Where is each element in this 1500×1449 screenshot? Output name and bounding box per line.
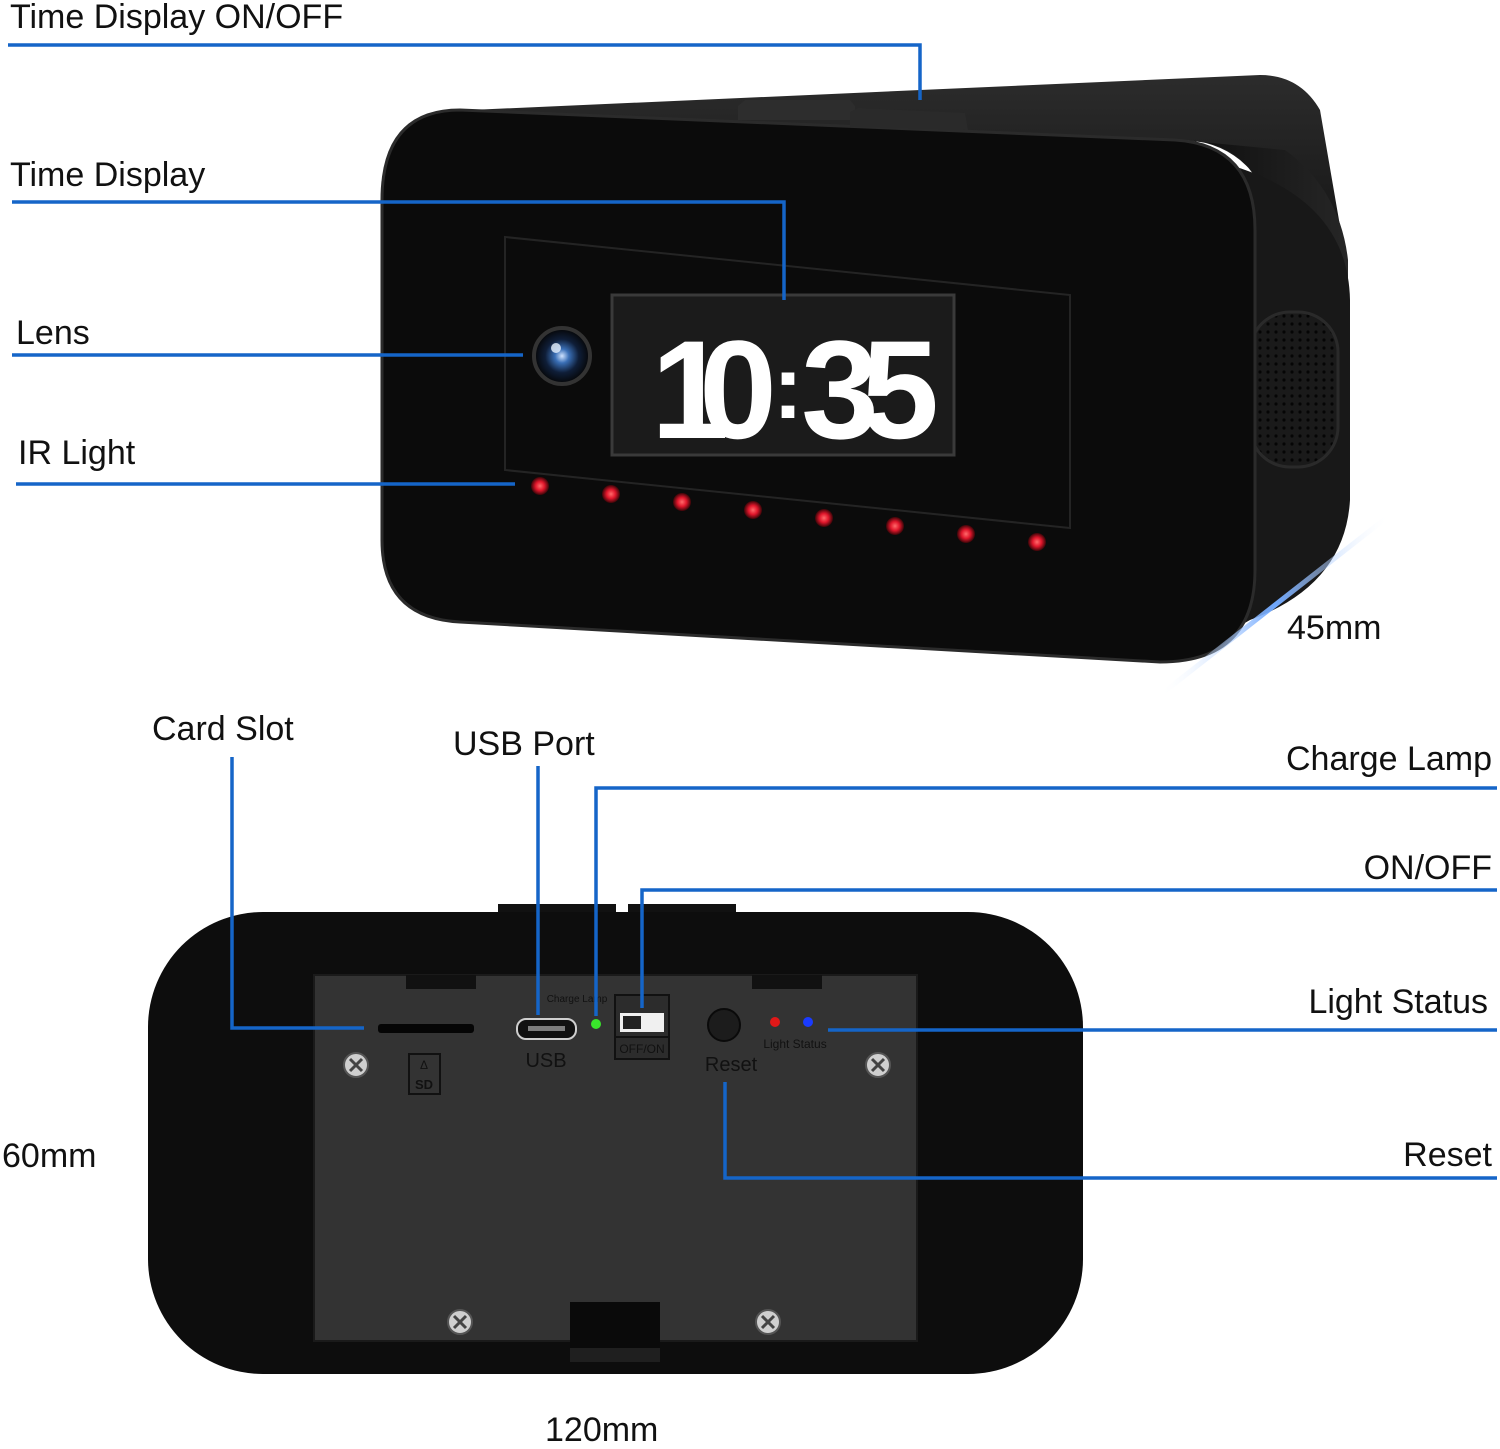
leader-lines <box>8 43 1497 1180</box>
status-led-blue <box>803 1017 813 1027</box>
ir-light <box>602 485 620 503</box>
label-ir-light: IR Light <box>18 434 136 472</box>
charge-lamp-label: Charge Lamp <box>547 994 608 1005</box>
time-display-toggle-button-2[interactable] <box>850 108 968 130</box>
label-width: 120mm <box>545 1411 659 1449</box>
ir-light-row <box>531 477 1046 551</box>
clock-display-window <box>610 293 956 457</box>
depth-dimension-line <box>1158 513 1392 697</box>
charge-lamp-led <box>591 1019 601 1029</box>
leader-time-display-onoff <box>8 43 922 100</box>
label-card-slot: Card Slot <box>152 710 294 748</box>
clock-digit: 5 <box>861 311 939 468</box>
clock-digit: 0 <box>699 311 777 468</box>
card-slot[interactable] <box>378 1024 474 1033</box>
reset-button[interactable] <box>707 1008 741 1042</box>
clock-digit: 1 <box>651 311 729 468</box>
front-panel-outline <box>504 235 1071 530</box>
time-display-toggle-button-1[interactable] <box>738 100 855 120</box>
leader-on-off <box>640 888 1497 1008</box>
back-view: Δ SD USB Charge Lamp OFF/ON Reset Light … <box>148 904 1083 1374</box>
ir-light <box>886 517 904 535</box>
ir-light <box>1028 533 1046 551</box>
label-reset: Reset <box>1403 1136 1492 1174</box>
screws <box>343 1052 891 1335</box>
light-status-label: Light Status <box>763 1037 826 1051</box>
camera-lens <box>532 326 592 386</box>
label-time-display: Time Display <box>10 156 206 194</box>
sd-label: SD <box>415 1077 433 1092</box>
label-on-off: ON/OFF <box>1363 849 1492 887</box>
leader-reset <box>723 1082 1497 1180</box>
label-height: 60mm <box>2 1137 97 1175</box>
label-time-display-onoff: Time Display ON/OFF <box>10 0 344 36</box>
reset-button-label: Reset <box>705 1054 758 1076</box>
label-usb-port: USB Port <box>453 725 595 763</box>
ir-light <box>673 493 691 511</box>
svg-text:Δ: Δ <box>420 1058 428 1072</box>
label-lens: Lens <box>16 314 90 352</box>
power-switch-label: OFF/ON <box>619 1042 664 1056</box>
leader-time-display <box>12 200 786 300</box>
clock-colon: : <box>773 338 803 438</box>
label-charge-lamp: Charge Lamp <box>1285 740 1492 778</box>
usb-port-label: USB <box>525 1050 566 1072</box>
ir-light <box>531 477 549 495</box>
sd-icon <box>408 1053 441 1095</box>
ir-light <box>815 509 833 527</box>
ir-light <box>744 501 762 519</box>
status-led-red <box>770 1017 780 1027</box>
clock-digit: 3 <box>801 311 879 468</box>
label-light-status: Light Status <box>1308 983 1488 1021</box>
back-panel <box>313 974 918 1342</box>
speaker-grill <box>1248 310 1340 469</box>
leader-card-slot <box>230 757 364 1030</box>
ir-light <box>957 525 975 543</box>
leader-charge-lamp <box>594 786 1497 1016</box>
label-depth: 45mm <box>1287 609 1382 647</box>
